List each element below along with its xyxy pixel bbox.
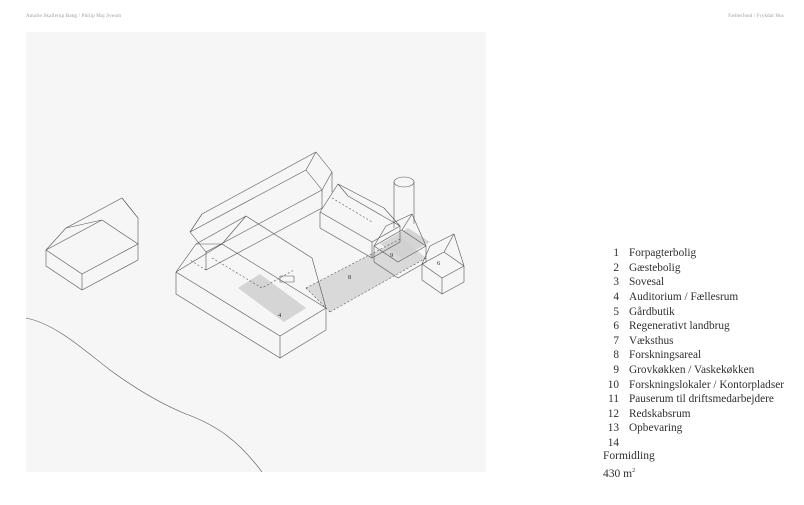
legend-item: 2 Gæstebolig bbox=[606, 261, 784, 276]
header-project: Fællesfond / Frykdal Hus bbox=[728, 14, 784, 19]
legend-item: 12 Redskabsrum bbox=[606, 407, 784, 422]
legend-num: 9 bbox=[613, 364, 619, 377]
highlight-areas bbox=[238, 228, 430, 322]
legend-item: 9 Grovkøkken / Vaskekøkken bbox=[606, 363, 784, 378]
header-authors: Amalie Skallerup Bang / Philip Maj Sveum bbox=[26, 14, 122, 19]
legend-num: 8 bbox=[613, 349, 619, 362]
legend-label: Sovesal bbox=[629, 276, 665, 289]
building-greenhouse bbox=[305, 237, 427, 313]
building-c bbox=[319, 183, 401, 259]
legend-num: 14 bbox=[607, 437, 619, 450]
legend-item: 1 Forpagterbolig bbox=[606, 246, 784, 261]
diagram-label-4: 4 bbox=[278, 312, 282, 319]
legend-num: 10 bbox=[607, 378, 619, 391]
legend-item: 6 Regenerativt landbrug bbox=[606, 319, 784, 334]
legend-label: Gårdbutik bbox=[629, 305, 675, 318]
legend-num: 13 bbox=[607, 422, 619, 435]
axonometric-svg: 4 6 8 9 bbox=[26, 151, 465, 472]
diagram-label-6: 6 bbox=[437, 260, 441, 267]
legend-label: Grovkøkken / Vaskekøkken bbox=[629, 364, 755, 377]
legend-item: 11 Pauserum til driftsmedarbejdere bbox=[606, 392, 784, 407]
building-a bbox=[45, 197, 139, 291]
legend: 1 Forpagterbolig 2 Gæstebolig 3 Sovesal 4 Au… bbox=[606, 246, 784, 450]
highlight-area-8 bbox=[306, 238, 426, 312]
program-area-unit: 2 bbox=[632, 468, 636, 474]
legend-num: 2 bbox=[613, 261, 619, 274]
program-info: Formidling 430 m2 bbox=[603, 449, 655, 482]
axonometric-drawing: 4 6 8 9 bbox=[26, 32, 486, 472]
building-f bbox=[421, 233, 465, 295]
building-d bbox=[175, 215, 327, 359]
legend-label: Forskningsareal bbox=[629, 349, 702, 362]
legend-item: 13 Opbevaring bbox=[606, 421, 784, 436]
diagram-label-9: 9 bbox=[390, 252, 393, 259]
legend-label: Auditorium / Fællesrum bbox=[629, 291, 739, 304]
legend-item: 3 Sovesal bbox=[606, 275, 784, 290]
legend-num: 11 bbox=[608, 393, 619, 406]
legend-label: Væksthus bbox=[629, 334, 674, 347]
legend-num: 3 bbox=[613, 276, 619, 289]
legend-label: Forpagterbolig bbox=[629, 247, 697, 260]
legend-label: Opbevaring bbox=[629, 422, 683, 435]
legend-label: Redskabsrum bbox=[629, 407, 691, 420]
program-area-value: 430 m bbox=[603, 467, 633, 480]
diagram-labels: 4 6 8 9 bbox=[278, 252, 441, 319]
legend-num: 6 bbox=[613, 320, 619, 333]
legend-num: 1 bbox=[613, 247, 619, 260]
legend-item: 14 bbox=[606, 436, 784, 451]
legend-item: 4 Auditorium / Fællesrum bbox=[606, 290, 784, 305]
legend-item: 5 Gårdbutik bbox=[606, 304, 784, 319]
legend-num: 12 bbox=[607, 407, 619, 420]
legend-num: 4 bbox=[613, 291, 619, 304]
legend-item: 7 Væksthus bbox=[606, 334, 784, 349]
highlight-area-9 bbox=[380, 228, 430, 258]
program-title: Formidling bbox=[603, 450, 655, 462]
building-b bbox=[189, 151, 333, 271]
legend-label: Forskningslokaler / Kontorpladser bbox=[629, 378, 784, 391]
legend-label: Pauserum til driftsmedarbejdere bbox=[629, 393, 774, 406]
building-e bbox=[373, 176, 427, 279]
terrain-contour bbox=[26, 317, 263, 472]
legend-item: 10 Forskningslokaler / Kontorpladser bbox=[606, 377, 784, 392]
diagram-label-8: 8 bbox=[348, 274, 351, 281]
legend-label: Regenerativt landbrug bbox=[629, 320, 730, 333]
legend-num: 7 bbox=[613, 334, 619, 347]
highlight-area-4 bbox=[238, 274, 306, 322]
legend-item: 8 Forskningsareal bbox=[606, 348, 784, 363]
legend-num: 5 bbox=[613, 305, 619, 318]
program-area: 430 m2 bbox=[603, 464, 655, 482]
legend-label: Gæstebolig bbox=[629, 261, 681, 274]
